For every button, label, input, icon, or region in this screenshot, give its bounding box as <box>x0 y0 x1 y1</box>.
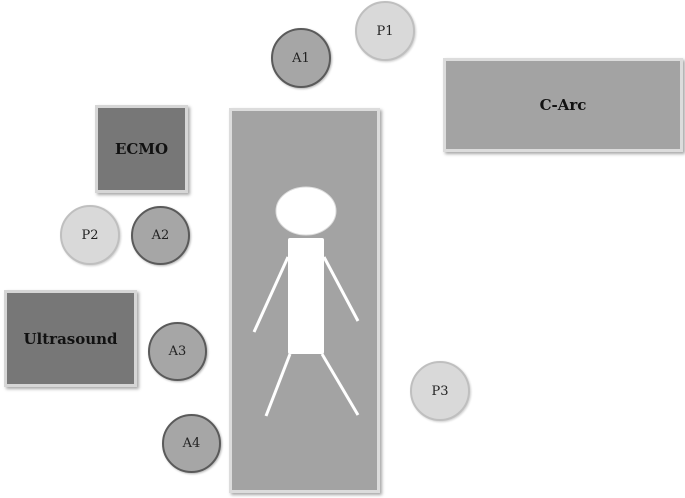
staff-a2-label: A2 <box>151 228 170 243</box>
staff-p3: P3 <box>410 361 470 421</box>
patient-left-leg <box>264 353 292 417</box>
staff-p1: P1 <box>355 1 415 61</box>
staff-a4: A4 <box>162 414 221 473</box>
staff-p1-label: P1 <box>376 23 394 39</box>
patient-left-arm <box>252 256 290 333</box>
staff-a4-label: A4 <box>182 436 201 451</box>
staff-a3: A3 <box>148 322 207 381</box>
staff-a1: A1 <box>271 28 331 88</box>
patient-head <box>275 186 337 236</box>
patient-figure <box>252 186 360 417</box>
c-arc-label: C-Arc <box>539 96 587 114</box>
staff-a1-label: A1 <box>292 50 310 66</box>
staff-a2: A2 <box>131 206 190 265</box>
ecmo-box: ECMO <box>95 105 188 193</box>
staff-p3-label: P3 <box>431 383 449 399</box>
ultrasound-box: Ultrasound <box>4 290 137 387</box>
ultrasound-label: Ultrasound <box>23 329 118 348</box>
c-arc-box: C-Arc <box>443 58 683 152</box>
ecmo-label: ECMO <box>114 140 169 158</box>
patient-right-arm <box>322 256 360 322</box>
staff-p2-label: P2 <box>81 227 99 243</box>
operating-table <box>229 108 380 493</box>
staff-p2: P2 <box>60 205 120 265</box>
patient-torso <box>288 238 324 354</box>
patient-right-leg <box>320 353 360 416</box>
staff-a3-label: A3 <box>168 344 187 359</box>
